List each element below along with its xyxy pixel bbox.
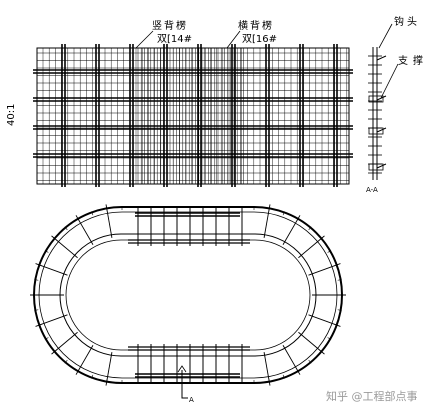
support-leader [380,63,399,99]
contour-tick [44,337,49,340]
contour-tick [77,217,80,222]
section-mark-label: A [189,396,194,404]
hook-label: 钩头 [394,16,420,28]
plan-straight-section-top [128,207,250,246]
section-cut-marker-top [177,365,187,373]
plan-inner-contour-inner [65,239,311,351]
formwork-panel-outline [36,47,350,185]
support-bracket [368,127,384,135]
contour-tick [53,349,58,353]
contour-tick [91,211,94,216]
plan-inner-contour [59,233,317,357]
contour-tick [268,378,270,383]
contour-tick [327,250,332,253]
contour-tick [333,323,338,326]
horizontal-beam-spec: 双[16# [242,33,277,45]
contour-tick [308,226,312,231]
contour-tick [34,279,39,281]
contour-tick [268,207,270,212]
contour-tick [337,279,342,281]
contour-tick [327,337,332,340]
horizontal-beam-label: 横背楞 [238,19,274,32]
contour-tick [53,237,58,241]
contour-tick [34,309,39,311]
watermark-text: 知乎 @工程部点事 [326,389,418,403]
hook-leader [378,23,393,49]
section-hook-line [376,55,387,61]
contour-tick [38,323,43,326]
section-a-a-label: A-A [366,186,378,194]
section-hook-line [376,127,387,133]
contour-tick [296,368,299,373]
contour-tick [337,309,342,311]
plan-outer-contour-inner [38,211,338,379]
contour-tick [106,378,108,383]
contour-tick [318,237,323,241]
formwork-elevation-grid [33,44,353,187]
formwork-grid-lines [33,44,353,187]
contour-tick [77,368,80,373]
contour-tick [282,211,285,216]
vertical-beam-leader [135,30,154,49]
contour-tick [44,250,49,253]
plan-support-arrows [30,204,346,386]
left-dimension-label: 40:1 [6,104,17,126]
contour-tick [308,359,312,364]
contour-tick [91,374,94,379]
vertical-beam-label: 竖背楞 [152,19,188,32]
section-hook-line [376,163,387,169]
section-hook-line [376,95,387,101]
racetrack-plan [30,204,346,399]
contour-tick [106,207,108,212]
contour-tick [38,264,43,267]
plan-straight-section-bottom [128,344,250,383]
support-bracket [368,163,384,171]
contour-tick [296,217,299,222]
contour-tick [64,226,68,231]
contour-tick [333,264,338,267]
support-bracket [368,95,384,103]
contour-tick [64,359,68,364]
section-cut-marker [181,370,188,399]
plan-outer-contour [33,206,343,384]
contour-tick [318,349,323,353]
support-label: 支撑 [398,54,428,67]
section-a-a [368,23,399,180]
horizontal-beam-leader [226,30,241,49]
contour-tick [282,374,285,379]
vertical-beam-spec: 双[14# [157,33,192,45]
